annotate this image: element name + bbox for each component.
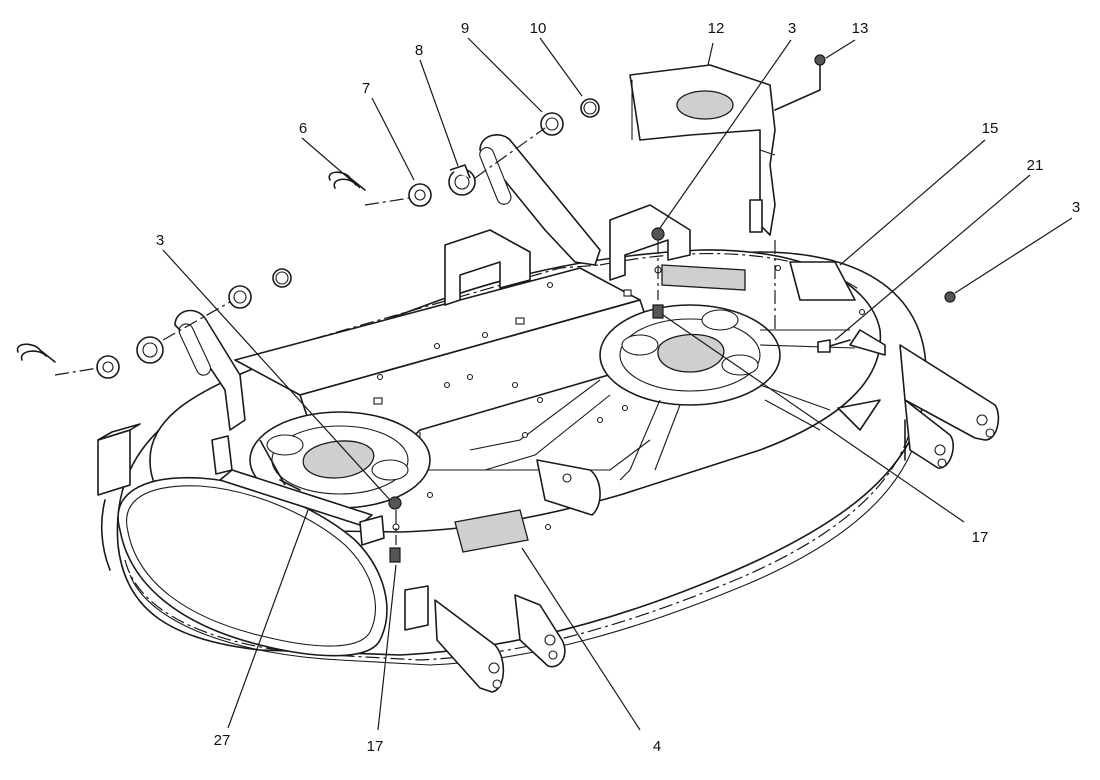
- callout-9: 9: [461, 20, 469, 37]
- rear-right-channel: [609, 204, 691, 281]
- bolt-17-front: [389, 547, 401, 563]
- lower-hardware-stack: [16, 268, 292, 379]
- callout-15: 15: [982, 120, 999, 137]
- callout-labels: 12 3 13 10 9 8 7 6 15 21 3 3 17 27 17 4: [156, 20, 1080, 755]
- right-hanger-brackets: [899, 344, 1000, 469]
- callout-3-front: 3: [156, 232, 164, 249]
- callout-7: 7: [362, 80, 370, 97]
- nut-3-rear: [651, 227, 665, 241]
- rear-bracket: [479, 134, 601, 266]
- middle-hanger-bracket: [536, 459, 601, 516]
- belt-cover: [629, 64, 776, 236]
- callout-21: 21: [1027, 157, 1044, 174]
- fasteners: [388, 54, 956, 563]
- front-hanger-brackets: [404, 585, 566, 693]
- deck-decals: [454, 261, 886, 553]
- rear-left-channel: [444, 229, 531, 306]
- callout-17-front: 17: [367, 738, 384, 755]
- decal-label-4: [454, 509, 529, 553]
- upper-hardware-stack: [328, 98, 600, 207]
- bolt-21: [817, 339, 831, 353]
- bolt-17-rear: [652, 304, 664, 319]
- callout-4: 4: [653, 738, 661, 755]
- callout-10: 10: [530, 20, 547, 37]
- callout-13: 13: [852, 20, 869, 37]
- adjust-linkage: [211, 435, 385, 546]
- left-spindle-housing: [249, 411, 431, 509]
- callout-6: 6: [299, 120, 307, 137]
- callout-3-rear: 3: [788, 20, 796, 37]
- callout-3-right: 3: [1072, 199, 1080, 216]
- front-left-bracket: [174, 309, 246, 431]
- callout-8: 8: [415, 42, 423, 59]
- callout-12: 12: [708, 20, 725, 37]
- leader-lines: [162, 37, 1073, 731]
- nut-3-right: [944, 291, 956, 303]
- screw-13: [814, 54, 826, 66]
- callout-27: 27: [214, 732, 231, 749]
- left-belt-guard: [97, 423, 388, 657]
- right-spindle-housing: [599, 304, 781, 406]
- nut-3-front: [388, 496, 402, 510]
- callout-17-right: 17: [972, 529, 989, 546]
